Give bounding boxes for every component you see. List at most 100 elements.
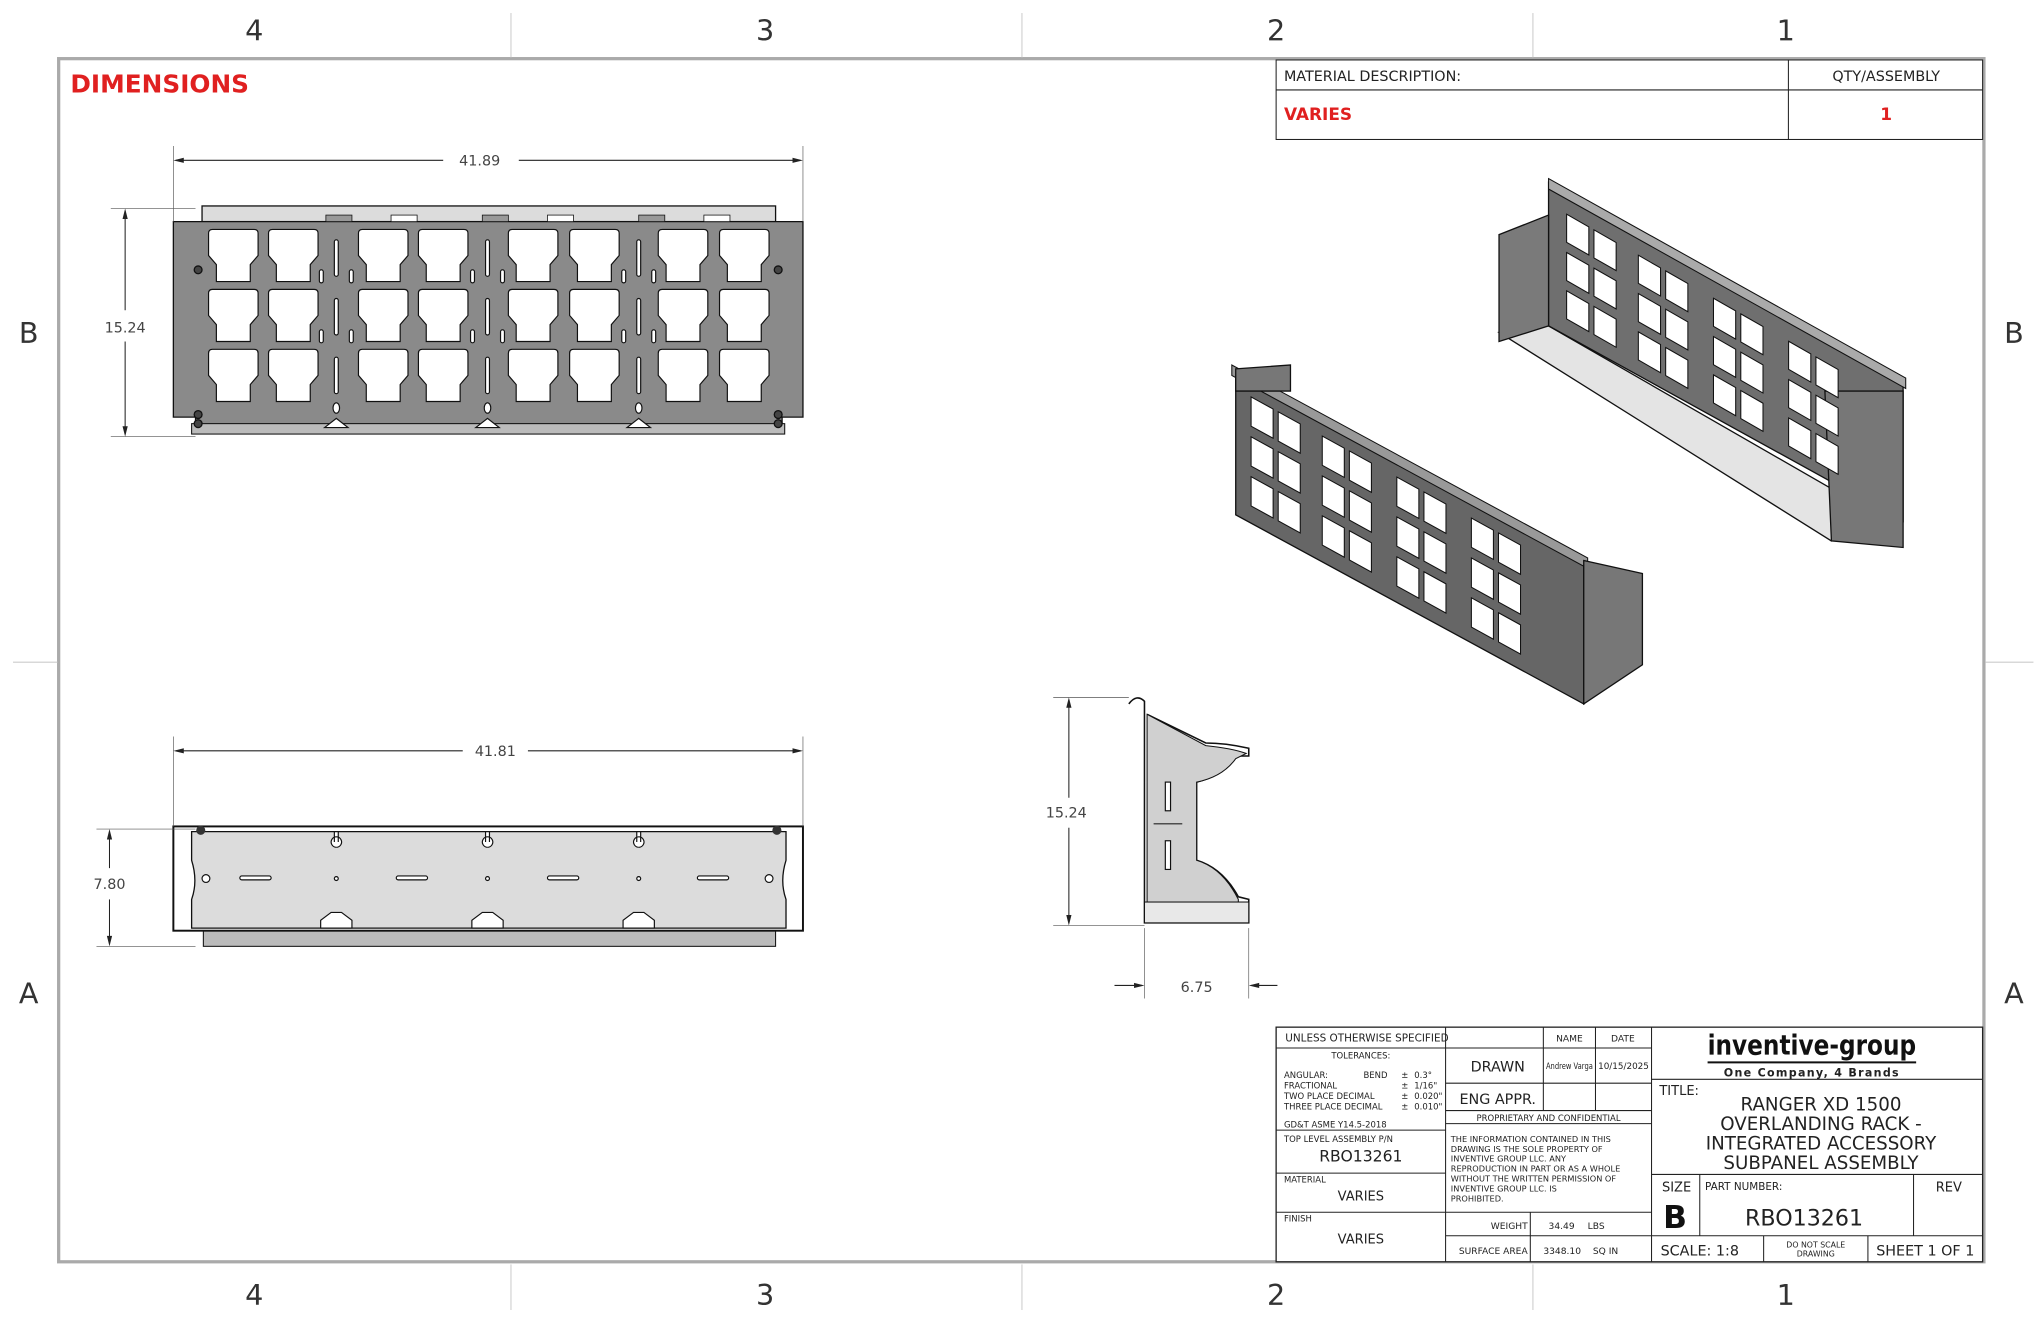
finish-value: VARIES <box>1338 1233 1384 1248</box>
zone-label-top: 1 <box>1777 13 1795 47</box>
iso-cutout <box>1815 355 1839 399</box>
material-description-header: MATERIAL DESCRIPTION: <box>1284 69 1461 85</box>
iso-cutout <box>1712 335 1737 379</box>
tab <box>638 214 666 222</box>
tolerance-label: ANGULAR: <box>1284 1070 1328 1080</box>
iso-cutout <box>1637 254 1662 297</box>
proprietary-text-line: INVENTIVE GROUP LLC. IS <box>1451 1183 1557 1193</box>
proprietary-text-line: THE INFORMATION CONTAINED IN THIS <box>1450 1134 1611 1144</box>
iso-cutout <box>1423 530 1447 575</box>
iso-cutout <box>1497 611 1522 655</box>
proprietary-text-line: PROHIBITED. <box>1451 1193 1504 1203</box>
tolerance-pm: ± <box>1401 1101 1408 1111</box>
dim-side-height: 15.24 <box>1046 805 1087 821</box>
size-value: B <box>1663 1200 1687 1236</box>
cutout <box>507 348 559 403</box>
cutout <box>657 348 709 403</box>
iso-cutout <box>1566 251 1590 295</box>
tab <box>390 214 418 222</box>
tolerance-val: 0.3° <box>1414 1070 1432 1080</box>
qty-value: 1 <box>1880 104 1892 124</box>
part-number-label: PART NUMBER: <box>1705 1181 1782 1193</box>
dim-front-height: 15.24 <box>105 320 146 336</box>
tolerance-pm: ± <box>1401 1080 1408 1090</box>
slot <box>469 269 476 284</box>
qty-header: QTY/ASSEMBLY <box>1832 69 1940 85</box>
iso-cutout <box>1396 555 1420 600</box>
slot <box>696 875 730 881</box>
iso-cutout <box>1497 571 1522 616</box>
iso-cutout <box>1470 557 1494 601</box>
material-value: VARIES <box>1338 1190 1384 1205</box>
keyhole <box>330 831 343 848</box>
zone-label-left: B <box>19 316 39 350</box>
title-line: RANGER XD 1500 <box>1741 1095 1902 1116</box>
iso-cutout <box>1348 489 1372 534</box>
iso-cutout <box>1423 570 1447 614</box>
drawn-date: 10/15/2025 <box>1598 1062 1649 1072</box>
iso-cutout <box>1740 312 1764 356</box>
tab <box>325 214 353 222</box>
rivet <box>193 419 203 429</box>
notch <box>625 417 653 429</box>
top-view: 41.81 7.80 <box>94 736 804 947</box>
iso-cutout <box>1566 213 1590 256</box>
weight-unit: LBS <box>1588 1222 1605 1232</box>
slot <box>499 329 506 344</box>
slot <box>621 329 627 344</box>
cutout <box>207 348 259 403</box>
rivet <box>193 409 203 420</box>
iso-cutout <box>1396 476 1420 520</box>
iso-cutout <box>1593 305 1617 349</box>
iso-cutout <box>1566 289 1590 333</box>
cutout <box>569 228 620 283</box>
cutout <box>507 288 559 343</box>
hole <box>333 876 339 882</box>
title-block: UNLESS OTHERWISE SPECIFIED TOLERANCES: A… <box>1275 1026 1984 1263</box>
hole <box>764 874 774 884</box>
dim-front-width: 41.89 <box>459 154 500 170</box>
cutout <box>417 228 469 283</box>
slot <box>621 269 627 284</box>
size-label: SIZE <box>1662 1180 1691 1195</box>
slot <box>239 875 272 881</box>
isometric-view-back <box>1497 177 1907 549</box>
iso-cutout <box>1815 394 1839 437</box>
notch <box>320 911 353 929</box>
tab <box>481 214 509 222</box>
hole <box>201 874 211 884</box>
iso-cutout <box>1815 432 1839 476</box>
tolerance-label: THREE PLACE DECIMAL <box>1283 1101 1383 1111</box>
rivet <box>772 825 782 835</box>
proprietary-text-line: INVENTIVE GROUP LLC. ANY <box>1451 1154 1567 1164</box>
iso-cutout <box>1396 516 1420 560</box>
hole <box>484 876 491 882</box>
hole <box>634 402 643 414</box>
iso-cutout <box>1665 346 1689 390</box>
dim-top-width: 41.81 <box>475 744 516 760</box>
material-table: MATERIAL DESCRIPTION: QTY/ASSEMBLY VARIE… <box>1275 59 1984 140</box>
material-description-value: VARIES <box>1284 104 1352 124</box>
surface-area-unit: SQ IN <box>1593 1247 1618 1257</box>
slot <box>636 356 642 395</box>
dimensions-heading: DIMENSIONS <box>70 70 249 99</box>
iso-cutout <box>1637 292 1662 336</box>
tolerance-sub: BEND <box>1363 1070 1387 1080</box>
material-label: MATERIAL <box>1284 1174 1326 1184</box>
cutout <box>718 228 770 283</box>
tolerance-val: 0.020" <box>1414 1091 1442 1101</box>
drawn-name: Andrew Varga <box>1546 1062 1593 1072</box>
sheet-number: SHEET 1 OF 1 <box>1876 1243 1974 1259</box>
surface-area-value: 3348.10 <box>1543 1247 1581 1257</box>
cutout <box>569 288 620 343</box>
proprietary-text-line: WITHOUT THE WRITTEN PERMISSION OF <box>1451 1173 1617 1183</box>
rivet <box>773 409 783 420</box>
cutout <box>207 288 259 343</box>
slot <box>546 875 580 881</box>
slot <box>484 297 491 336</box>
proprietary-header: PROPRIETARY AND CONFIDENTIAL <box>1477 1113 1621 1123</box>
zone-label-top: 2 <box>1267 13 1285 47</box>
iso-cutout <box>1712 373 1737 417</box>
eng-appr-label: ENG APPR. <box>1459 1092 1536 1108</box>
cutout <box>267 228 319 283</box>
